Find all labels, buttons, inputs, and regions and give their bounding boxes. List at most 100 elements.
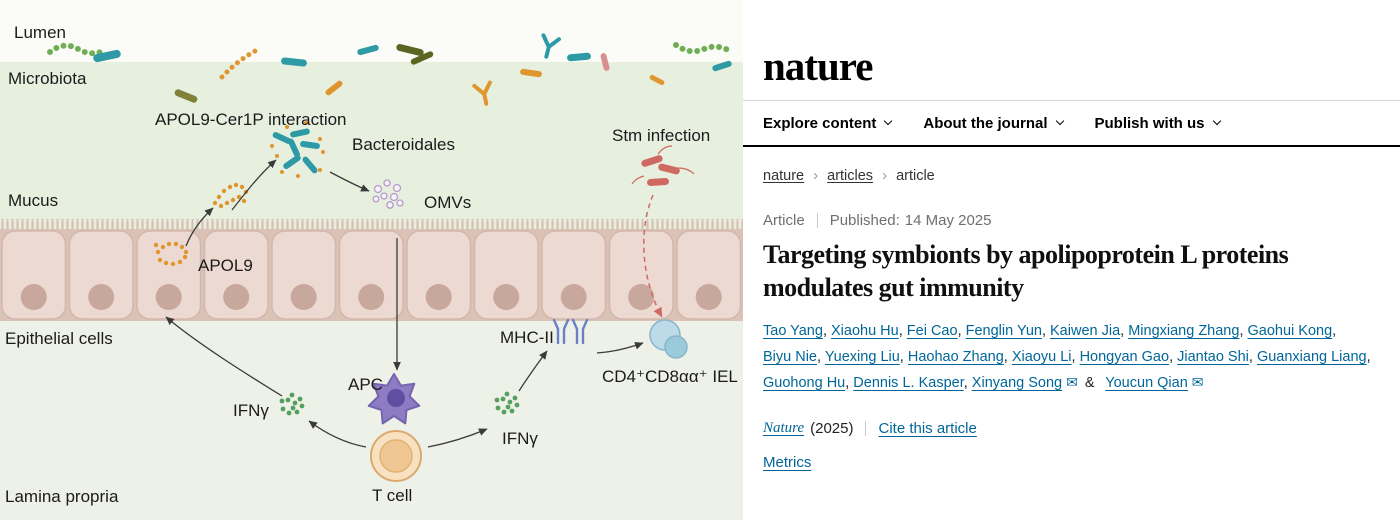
figure-labels: Lumen Microbiota APOL9-Cer1P interaction… — [5, 23, 738, 506]
author-link[interactable]: Dennis L. Kasper — [853, 375, 964, 392]
article-title: Targeting symbionts by apolipoprotein L … — [763, 240, 1289, 302]
bacteria-y-icon — [541, 33, 561, 59]
article-type: Article — [763, 212, 805, 229]
bacteria-rod-icon — [600, 53, 610, 71]
figure-svg: Lumen Microbiota APOL9-Cer1P interaction… — [0, 23, 743, 520]
author-link[interactable]: Guanxiang Liang — [1256, 349, 1367, 366]
author-separator — [958, 323, 962, 339]
author-link[interactable]: Guohong Hu — [763, 375, 846, 392]
label-stm-infection: Stm infection — [612, 126, 710, 145]
t-cell — [370, 430, 422, 482]
breadcrumb: nature › articles › article — [763, 167, 1376, 184]
author-separator — [1239, 323, 1243, 339]
author-link[interactable]: Yuexing Liu — [824, 349, 900, 366]
author-separator — [1367, 349, 1371, 365]
author-link[interactable]: Kaiwen Jia — [1050, 323, 1121, 339]
bacteria-rod-icon — [174, 89, 198, 103]
gut-immunity-figure: Lumen Microbiota APOL9-Cer1P interaction… — [0, 23, 743, 520]
email-icon[interactable]: ✉ — [1191, 374, 1204, 391]
apol9-dots — [153, 241, 189, 267]
figure-arrows — [165, 159, 644, 448]
bacteria-rod-icon — [93, 49, 121, 63]
label-ifng-right: IFNγ — [502, 429, 538, 448]
omv-cluster — [372, 179, 404, 209]
nav-label: About the journal — [923, 114, 1048, 132]
infection-path — [643, 194, 663, 318]
author-link[interactable]: Xiaohu Hu — [831, 323, 899, 339]
journal-page: nature Explore content About the journal… — [743, 0, 1400, 520]
email-icon[interactable]: ✉ — [1066, 374, 1078, 391]
label-apol9-cer1p: APOL9-Cer1P interaction — [155, 110, 347, 129]
author-link[interactable]: Hongyan Gao — [1079, 349, 1170, 366]
bacteria-rod-icon — [649, 74, 665, 86]
label-t-cell: T cell — [372, 486, 412, 505]
bacteria-rod-icon — [410, 51, 434, 65]
nav-about-the-journal[interactable]: About the journal — [923, 114, 1064, 132]
published-label: Published: — [829, 212, 900, 229]
author-link[interactable]: Tao Yang — [763, 323, 823, 339]
author-link[interactable]: Jiantao Shi — [1177, 349, 1249, 366]
cite-this-article-link[interactable]: Cite this article — [878, 420, 977, 438]
stm-bacteria-icon — [631, 145, 695, 187]
label-microbiota: Microbiota — [8, 69, 87, 88]
breadcrumb-current: article — [896, 167, 935, 184]
author-separator — [1042, 323, 1046, 339]
nav-label: Publish with us — [1094, 114, 1205, 132]
and-separator: & — [1084, 375, 1095, 392]
publication-year: (2025) — [810, 420, 854, 438]
author-link[interactable]: Haohao Zhang — [907, 349, 1004, 366]
divider — [816, 213, 818, 228]
metrics-row: Metrics — [763, 454, 1376, 471]
chevron-down-icon — [1212, 116, 1221, 126]
author-separator — [1072, 349, 1076, 365]
bacteria-rod-icon — [281, 57, 307, 67]
author-separator — [1249, 349, 1253, 365]
author-link[interactable]: Mingxiang Zhang — [1128, 323, 1240, 339]
author-link[interactable]: Fei Cao — [906, 323, 958, 339]
bacteria-rod-icon — [712, 60, 732, 72]
label-epithelial-cells: Epithelial cells — [5, 329, 113, 348]
author-link[interactable]: Xinyang Song — [971, 375, 1063, 392]
mhc2-receptor-icon — [571, 318, 589, 345]
label-cd4-iel: CD4⁺CD8αα⁺ IEL — [602, 367, 738, 386]
breadcrumb-nature[interactable]: nature — [763, 167, 805, 184]
published-date: 14 May 2025 — [904, 212, 992, 229]
label-ifng-left: IFNγ — [233, 401, 269, 420]
nav-explore-content[interactable]: Explore content — [763, 115, 893, 132]
publication-info: Article Published: 14 May 2025 — [763, 212, 1376, 229]
divider — [865, 421, 867, 437]
author-list: Tao Yang Xiaohu Hu Fei Cao Fenglin Yun K… — [763, 318, 1376, 396]
breadcrumb-articles[interactable]: articles — [827, 167, 874, 184]
author-separator — [845, 375, 849, 391]
bacteria-chain-icon — [219, 47, 260, 80]
author-separator — [964, 375, 968, 391]
label-apol9: APOL9 — [198, 256, 253, 275]
label-apc: APC — [348, 375, 383, 394]
author-separator — [817, 349, 821, 365]
bacteria-chain-icon — [47, 42, 109, 57]
author-link[interactable]: Xiaoyu Li — [1011, 349, 1072, 366]
label-lumen: Lumen — [14, 23, 66, 42]
author-link[interactable]: Gaohui Kong — [1247, 323, 1333, 339]
iel-cell — [649, 319, 688, 359]
chevron-down-icon — [1055, 116, 1064, 126]
author-link[interactable]: Fenglin Yun — [965, 323, 1042, 339]
bacteria-rod-icon — [325, 80, 343, 96]
author-link[interactable]: Youcun Qian — [1105, 375, 1188, 392]
label-omvs: OMVs — [424, 193, 471, 212]
label-mucus: Mucus — [8, 191, 58, 210]
author-separator — [1332, 323, 1336, 339]
nav-divider — [743, 145, 1400, 147]
chevron-right-icon: › — [813, 167, 819, 184]
author-separator — [899, 323, 903, 339]
epithelial-cell-row — [1, 230, 742, 320]
nav-publish-with-us[interactable]: Publish with us — [1094, 114, 1221, 132]
bacteria-rod-icon — [357, 44, 379, 56]
apc-cell — [367, 373, 421, 425]
metrics-link[interactable]: Metrics — [763, 454, 812, 472]
author-link[interactable]: Biyu Nie — [763, 349, 817, 366]
nature-logo[interactable]: nature — [763, 43, 873, 89]
apol9-dots — [212, 182, 249, 209]
journal-name-link[interactable]: Nature — [763, 420, 805, 437]
bacteroidales-cluster — [270, 121, 325, 178]
